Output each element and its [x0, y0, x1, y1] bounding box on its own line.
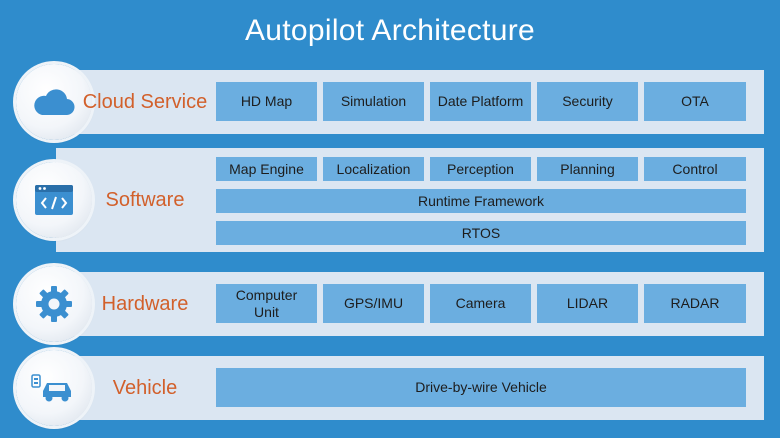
- module-hd-map: HD Map: [216, 82, 317, 121]
- module-runtime-framework: Runtime Framework: [216, 189, 746, 213]
- module-rtos: RTOS: [216, 221, 746, 245]
- gear-icon: [16, 266, 92, 342]
- module-perception: Perception: [430, 157, 531, 181]
- module-control: Control: [644, 157, 746, 181]
- layer-label-software: Software: [105, 189, 185, 211]
- layer-label-hardware: Hardware: [101, 293, 189, 315]
- module-ota: OTA: [644, 82, 746, 121]
- module-camera: Camera: [430, 284, 531, 323]
- module-computer-unit: Computer Unit: [216, 284, 317, 323]
- layer-label-vehicle: Vehicle: [112, 377, 178, 399]
- module-drive-by-wire-vehicle: Drive-by-wire Vehicle: [216, 368, 746, 407]
- cloud-icon: [16, 64, 92, 140]
- module-date-platform: Date Platform: [430, 82, 531, 121]
- diagram-title: Autopilot Architecture: [244, 14, 536, 47]
- code-window-icon: [16, 162, 92, 238]
- module-map-engine: Map Engine: [216, 157, 317, 181]
- module-radar: RADAR: [644, 284, 746, 323]
- module-planning: Planning: [537, 157, 638, 181]
- module-gps-imu: GPS/IMU: [323, 284, 424, 323]
- car-with-remote-icon: [16, 350, 92, 426]
- layer-label-cloud-service: Cloud Service: [82, 91, 208, 113]
- module-lidar: LIDAR: [537, 284, 638, 323]
- module-localization: Localization: [323, 157, 424, 181]
- module-simulation: Simulation: [323, 82, 424, 121]
- module-security: Security: [537, 82, 638, 121]
